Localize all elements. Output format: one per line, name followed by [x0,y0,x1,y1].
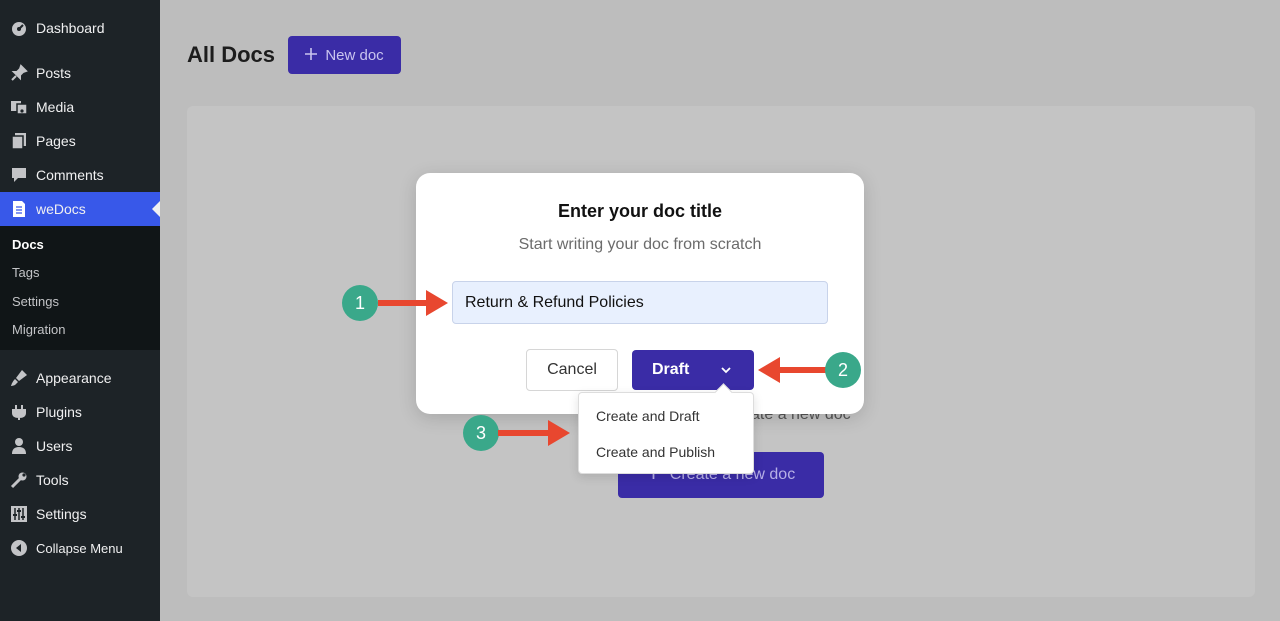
modal-subtitle: Start writing your doc from scratch [518,236,762,253]
document-icon [10,200,28,218]
sidebar-item-label: Appearance [36,370,112,386]
draft-label: Draft [652,361,690,378]
new-doc-label: New doc [325,46,384,64]
arrow-left-icon [758,357,828,383]
pin-icon [10,64,28,82]
create-and-draft-option[interactable]: Create and Draft [596,408,700,424]
pages-icon [10,132,28,150]
sidebar-item-comments[interactable]: Comments [0,158,160,192]
sidebar-item-plugins[interactable]: Plugins [0,395,160,429]
chevron-down-icon[interactable] [718,362,734,378]
media-icon [10,98,28,116]
sidebar-item-label: Dashboard [36,20,105,36]
submenu-item-docs[interactable]: Docs [12,236,44,252]
sidebar-item-label: Tools [36,472,69,488]
new-doc-button[interactable]: New doc [288,36,401,74]
step-1-badge: 1 [342,285,378,321]
sidebar-item-label: Posts [36,65,72,81]
sidebar-item-appearance[interactable]: Appearance [0,361,160,395]
sidebar-item-media[interactable]: Media [0,90,160,124]
sidebar-item-settings[interactable]: Settings [0,497,160,531]
submenu-item-migration[interactable]: Migration [12,322,66,338]
sidebar-item-wedocs[interactable]: weDocs [0,192,160,226]
sidebar-item-dashboard[interactable]: Dashboard [0,11,160,45]
sidebar-item-label: Media [36,99,75,115]
plus-icon [305,47,318,64]
plug-icon [10,403,28,421]
collapse-icon [10,539,28,557]
draft-button[interactable]: Draft [632,350,754,390]
new-doc-modal: Enter your doc title Start writing your … [416,173,864,414]
dashboard-icon [10,19,28,37]
modal-title: Enter your doc title [557,201,723,221]
sidebar-item-users[interactable]: Users [0,429,160,463]
sidebar-item-tools[interactable]: Tools [0,463,160,497]
step-2-badge: 2 [825,352,861,388]
sidebar-item-label: Comments [36,167,104,183]
draft-dropdown-menu: Create and Draft Create and Publish [578,392,754,474]
brush-icon [10,369,28,387]
sidebar-item-label: Collapse Menu [36,540,123,556]
sliders-icon [10,505,28,523]
sidebar-item-label: Settings [36,506,87,522]
sidebar-item-pages[interactable]: Pages [0,124,160,158]
collapse-menu-button[interactable]: Collapse Menu [0,531,160,565]
submenu-item-tags[interactable]: Tags [12,265,40,281]
admin-sidebar: Dashboard Posts Media Pages Comments weD… [0,0,160,621]
doc-title-input[interactable] [452,281,828,324]
step-3-badge: 3 [463,415,499,451]
sidebar-item-label: Pages [36,133,76,149]
comment-icon [10,166,28,184]
submenu-item-settings[interactable]: Settings [12,293,59,309]
cancel-button[interactable]: Cancel [526,349,618,391]
user-icon [10,437,28,455]
create-and-publish-option[interactable]: Create and Publish [596,444,716,460]
sidebar-item-posts[interactable]: Posts [0,56,160,90]
sidebar-item-label: weDocs [36,201,86,217]
sidebar-item-label: Plugins [36,404,82,420]
arrow-right-icon [498,420,570,446]
page-title: All Docs [187,42,276,67]
arrow-right-icon [378,290,448,316]
wrench-icon [10,471,28,489]
sidebar-item-label: Users [36,438,73,454]
wedocs-submenu: Docs Tags Settings Migration [0,226,160,350]
